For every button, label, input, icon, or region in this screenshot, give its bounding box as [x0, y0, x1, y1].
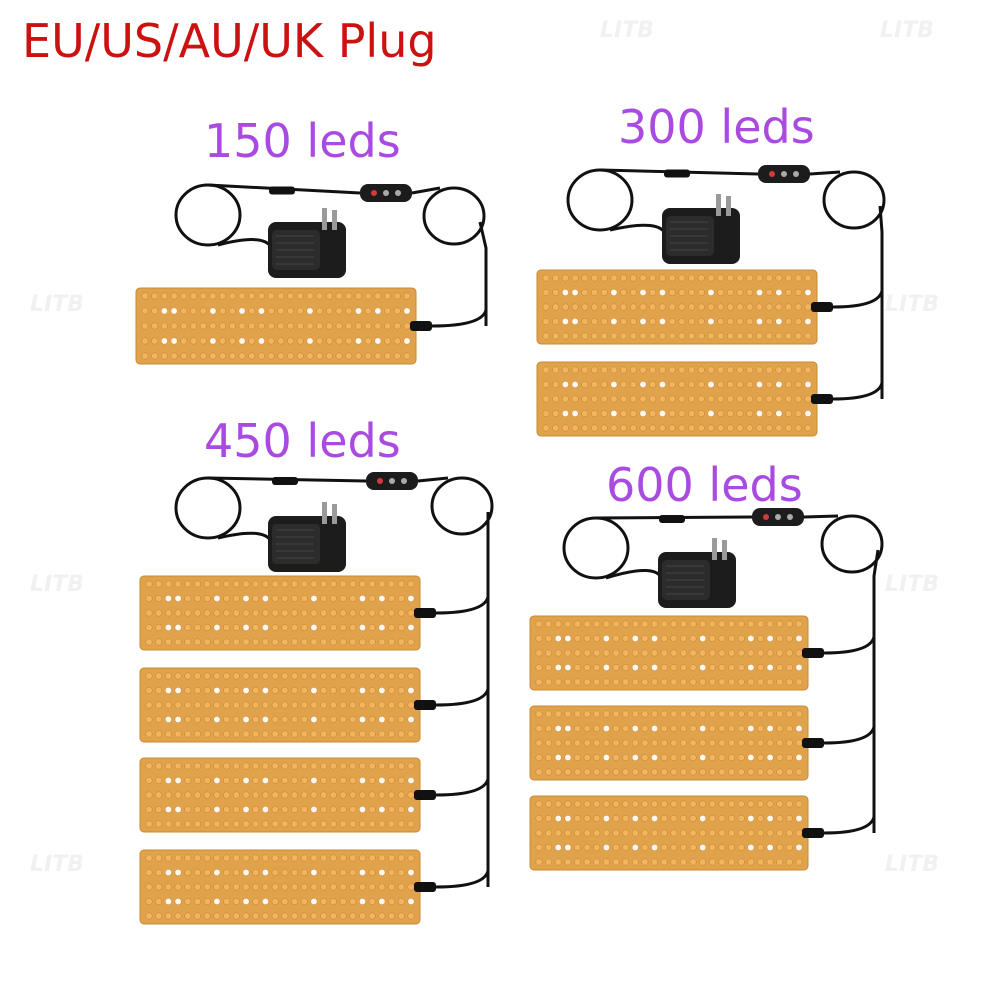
- dimmer-controller: [752, 508, 804, 526]
- power-cable: [823, 636, 876, 655]
- power-cable: [823, 816, 876, 835]
- power-cable: [872, 549, 880, 833]
- kit-label-150: 150 leds: [204, 114, 401, 168]
- power-cable: [832, 290, 884, 309]
- watermark: LITB: [885, 292, 939, 317]
- power-cable: [174, 476, 242, 540]
- power-cable: [478, 221, 488, 326]
- power-cable: [431, 309, 488, 328]
- led-panel: [139, 667, 436, 743]
- led-panel: [536, 269, 833, 345]
- power-cable: [566, 168, 634, 232]
- power-cable: [422, 186, 486, 246]
- dimmer-controller: [366, 472, 418, 490]
- power-cable: [435, 778, 490, 797]
- power-cable: [803, 514, 839, 519]
- watermark: LITB: [30, 572, 84, 597]
- watermark: LITB: [30, 852, 84, 877]
- led-panel: [529, 705, 824, 781]
- power-cable: [411, 186, 441, 195]
- power-cable: [823, 726, 876, 745]
- kit-label-600: 600 leds: [606, 458, 803, 512]
- watermark: LITB: [880, 18, 934, 43]
- kit-label-300: 300 leds: [618, 100, 815, 154]
- power-cable: [562, 516, 630, 580]
- led-panel: [529, 615, 824, 691]
- led-panel: [536, 361, 833, 437]
- plug-type-title: EU/US/AU/UK Plug: [22, 14, 437, 68]
- power-cable: [435, 596, 490, 615]
- dimmer-controller: [758, 165, 810, 183]
- cable-connector: [664, 169, 690, 178]
- cable-connector: [269, 186, 295, 195]
- power-adapter: [662, 194, 740, 264]
- watermark: LITB: [885, 572, 939, 597]
- power-cable: [609, 223, 668, 237]
- power-cable: [820, 514, 884, 574]
- led-panel: [139, 849, 436, 925]
- cable-connector: [659, 515, 685, 523]
- dimmer-controller: [360, 184, 412, 202]
- power-cable: [809, 170, 841, 176]
- power-adapter: [268, 502, 346, 572]
- watermark: LITB: [30, 292, 84, 317]
- power-cable: [878, 205, 884, 399]
- power-cable: [832, 382, 884, 401]
- power-cable: [435, 688, 490, 707]
- led-panel: [529, 795, 824, 871]
- led-panel: [139, 575, 436, 651]
- power-adapter: [658, 538, 736, 608]
- power-cable: [417, 476, 449, 483]
- power-adapter: [268, 208, 346, 278]
- cable-connector: [272, 477, 298, 485]
- watermark: LITB: [600, 18, 654, 43]
- watermark: LITB: [885, 852, 939, 877]
- led-panel: [135, 287, 432, 365]
- power-cable: [430, 476, 494, 536]
- power-cable: [217, 531, 274, 545]
- power-cable: [174, 183, 242, 247]
- kit-label-450: 450 leds: [204, 414, 401, 468]
- power-cable: [822, 170, 886, 230]
- power-cable: [435, 870, 490, 889]
- led-panel: [139, 757, 436, 833]
